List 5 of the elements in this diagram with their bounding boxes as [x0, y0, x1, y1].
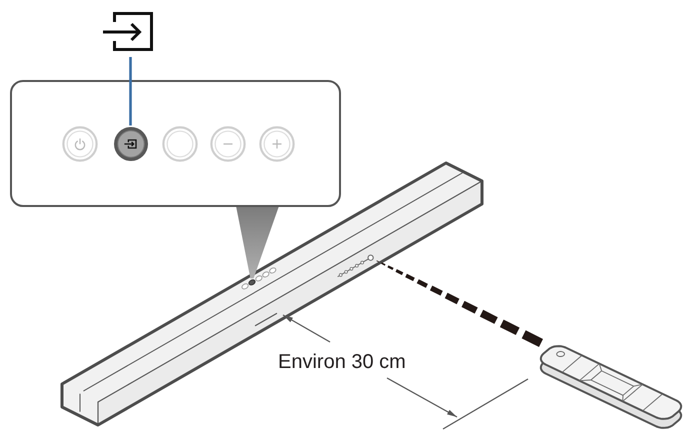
dimension-label: Environ 30 cm	[278, 351, 406, 373]
input-icon	[103, 12, 153, 51]
control-panel-inset	[10, 80, 341, 207]
input-button-icon	[112, 126, 148, 162]
leader-line	[129, 57, 132, 126]
